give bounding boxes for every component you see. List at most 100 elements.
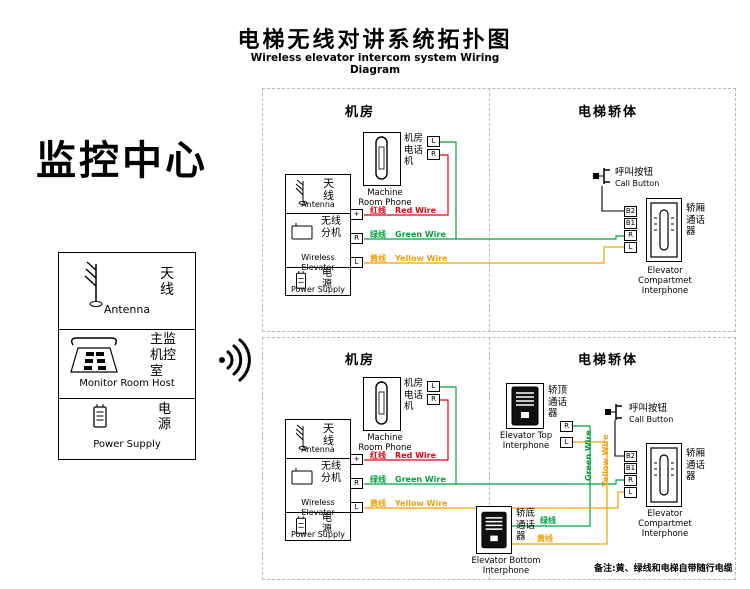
wireless-antenna-label-cn: 天线 xyxy=(323,177,334,202)
wireless-ext-label-cn-2-bottom: 分机 xyxy=(321,473,341,484)
wireless-ext-label-en-bottom: Wireless Elevator xyxy=(301,498,335,517)
compartment-interphone-label-cn-top: 轿厢通话器 xyxy=(686,203,706,237)
green-wire-top-branch xyxy=(440,141,457,239)
terminal-b1: B1 xyxy=(624,218,637,229)
top-interphone-label-cn: 轿顶通话器 xyxy=(548,385,568,419)
divider xyxy=(286,267,350,268)
compartment-interphone-box-bottom xyxy=(646,443,682,507)
terminal-l: L xyxy=(560,437,573,448)
divider xyxy=(286,458,350,459)
bottom-interphone-label-cn: 轿底通话器 xyxy=(516,508,536,542)
red-wire-label-cn: 红线 xyxy=(370,451,386,460)
green-wire-label-cn: 绿线 xyxy=(370,475,386,484)
divider xyxy=(286,512,350,513)
terminal-r: R xyxy=(427,149,440,160)
monitor-antenna-label-en: Antenna xyxy=(103,303,151,316)
terminal-l: L xyxy=(350,502,363,513)
green-wire-label-cn: 绿线 xyxy=(370,230,386,239)
interphone-icon xyxy=(650,447,678,503)
top-interphone-label-en: Elevator Top Interphone xyxy=(499,431,553,451)
terminal-r: R xyxy=(350,233,363,244)
terminal-r: R xyxy=(560,421,573,432)
machine-phone-label-en-bottom: Machine Room Phone xyxy=(358,433,412,453)
terminal-l: L xyxy=(427,136,440,147)
yellow-wire-bottom-down-branch xyxy=(512,508,608,545)
yellow-wire-bottom-up-branch xyxy=(573,441,608,508)
bottom-elevator-car-label: 电梯轿体 xyxy=(578,353,639,368)
monitor-host-label-cn-1: 主监 xyxy=(150,332,177,347)
terminal-b2: B2 xyxy=(624,451,637,462)
page-title-cn: 电梯无线对讲系统拓扑图 xyxy=(237,28,513,53)
terminal-r: R xyxy=(624,230,637,241)
red-wire-top xyxy=(364,154,449,216)
green-wire-bottom-up-branch xyxy=(573,425,591,484)
green-wire-vertical-label: Green Wire xyxy=(584,430,593,481)
wireless-power-label-en: Power Supply xyxy=(291,285,345,294)
wireless-ext-label-cn-2: 分机 xyxy=(321,228,341,239)
power-supply-icon xyxy=(93,404,107,428)
bottom-frame-divider xyxy=(489,337,490,580)
bottom-interphone-label-en: Elevator Bottom Interphone xyxy=(471,556,541,576)
wireless-ext-label-cn-1: 无线 xyxy=(321,216,341,227)
green-wire-top xyxy=(364,235,624,240)
wireless-antenna-label-cn-bottom: 天线 xyxy=(323,422,334,447)
top-diagram-frame xyxy=(262,88,736,332)
terminal-plus: + xyxy=(350,209,363,220)
red-wire-label-top: 红线 Red Wire xyxy=(370,205,436,216)
antenna-icon xyxy=(295,424,308,450)
monitor-host-label-en: Monitor Room Host xyxy=(79,378,175,389)
wireless-extension-icon xyxy=(291,468,313,485)
speaker-icon xyxy=(511,386,539,426)
antenna-icon xyxy=(84,261,103,307)
antenna-icon xyxy=(295,179,308,205)
red-wire-bottom xyxy=(364,399,449,461)
call-button-label-en-bottom: Call Button xyxy=(629,415,674,424)
call-button-icon xyxy=(605,404,622,420)
compartment-interphone-box-top xyxy=(646,198,682,262)
telephone-icon xyxy=(70,337,118,373)
divider xyxy=(59,329,195,330)
call-button-label-cn-top: 呼叫按钮 xyxy=(615,167,654,178)
handset-icon xyxy=(375,381,388,425)
red-wire-label-en: Red Wire xyxy=(395,206,437,215)
bottom-diagram-frame xyxy=(262,337,736,580)
machine-phone-label-cn: 机房电话机 xyxy=(404,133,424,167)
page-title-en: Wireless elevator intercom system Wiring… xyxy=(250,52,500,76)
wireless-power-label-cn: 电源 xyxy=(322,268,332,290)
red-wire-label-bottom: 红线 Red Wire xyxy=(370,450,436,461)
call-button-label-cn-bottom: 呼叫按钮 xyxy=(629,403,668,414)
wireless-extension-icon xyxy=(291,223,313,240)
top-frame-divider xyxy=(489,88,490,332)
compartment-interphone-label-en-bottom: Elevator Compartmet Interphone xyxy=(638,509,692,539)
red-wire-label-cn: 红线 xyxy=(370,206,386,215)
yellow-wire-label-en: Yellow Wire xyxy=(395,254,448,263)
wireless-ext-label-cn-1-bottom: 无线 xyxy=(321,461,341,472)
machine-phone-box-bottom xyxy=(363,377,401,431)
monitor-host-label-cn-3: 室 xyxy=(150,364,164,379)
call-wire-bottom xyxy=(614,420,624,457)
red-wire-label-en: Red Wire xyxy=(395,451,437,460)
yellow-wire-label-top: 黄线 Yellow Wire xyxy=(370,253,448,264)
yellow-wire-vertical-label: Yellow Wire xyxy=(601,434,610,487)
wireless-antenna-label-en: Antenna xyxy=(301,200,335,209)
green-wire-bottom-down-branch xyxy=(512,484,591,527)
compartment-interphone-label-en-top: Elevator Compartmet Interphone xyxy=(638,266,692,296)
machine-phone-label-cn-bottom: 机房电话机 xyxy=(404,378,424,412)
bottom-machine-room-label: 机房 xyxy=(345,353,376,368)
monitor-power-label-cn: 电源 xyxy=(158,402,172,432)
monitor-antenna-label-cn: 天线 xyxy=(160,266,174,298)
divider xyxy=(286,213,350,214)
bottom-interphone-green-label: 绿线 xyxy=(540,516,556,525)
terminal-l: L xyxy=(350,257,363,268)
terminal-l: L xyxy=(624,242,637,253)
call-button-icon xyxy=(593,168,610,184)
power-supply-icon xyxy=(296,516,306,534)
yellow-wire-label-cn: 黄线 xyxy=(370,254,386,263)
terminal-b1: B1 xyxy=(624,463,637,474)
wireless-extension-box-bottom xyxy=(285,419,351,541)
terminal-r: R xyxy=(624,475,637,486)
terminal-r: R xyxy=(427,394,440,405)
monitor-center-box xyxy=(58,252,196,460)
